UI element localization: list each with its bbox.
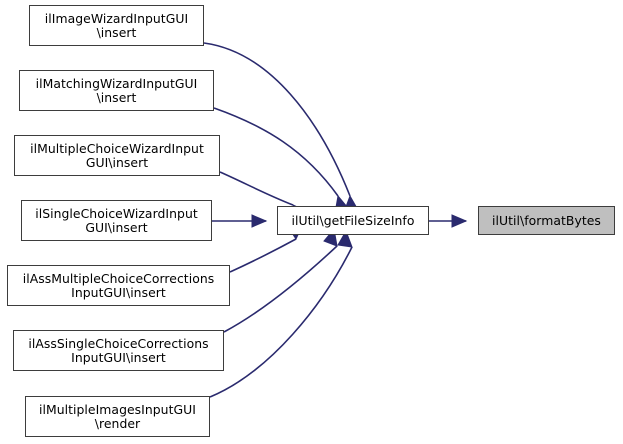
graph-edge (229, 238, 297, 273)
graph-node-label: ilAssMultipleChoiceCorrections InputGUI\… (22, 270, 215, 300)
graph-node-n1[interactable]: ilImageWizardInputGUI \insert (29, 5, 204, 46)
graph-node-label: ilMultipleImagesInputGUI \render (39, 401, 196, 431)
graph-node-label: ilMatchingWizardInputGUI \insert (35, 75, 198, 105)
graph-edge (209, 246, 353, 398)
graph-edge-arrowhead (251, 214, 268, 228)
graph-node-label: ilAssSingleChoiceCorrections InputGUI\in… (28, 335, 209, 365)
graph-node-n5[interactable]: ilAssMultipleChoiceCorrections InputGUI\… (7, 265, 230, 306)
graph-node-n9[interactable]: ilUtil\formatBytes (478, 206, 615, 235)
graph-node-n6[interactable]: ilAssSingleChoiceCorrections InputGUI\in… (13, 330, 224, 371)
graph-edge (203, 42, 351, 197)
graph-edge (223, 245, 338, 333)
graph-node-label: ilUtil\getFileSizeInfo (291, 212, 415, 228)
graph-edge-arrowhead (451, 214, 468, 228)
graph-edge (213, 107, 339, 197)
graph-node-label: ilUtil\formatBytes (492, 212, 601, 228)
graph-node-n8[interactable]: ilUtil\getFileSizeInfo (277, 206, 429, 235)
graph-node-label: ilImageWizardInputGUI \insert (44, 10, 189, 40)
graph-edge (219, 171, 294, 206)
graph-node-label: ilSingleChoiceWizardInput GUI\insert (35, 205, 198, 235)
graph-node-n3[interactable]: ilMultipleChoiceWizardInput GUI\insert (14, 135, 220, 176)
graph-node-n4[interactable]: ilSingleChoiceWizardInput GUI\insert (21, 200, 212, 241)
graph-node-n2[interactable]: ilMatchingWizardInputGUI \insert (19, 70, 214, 111)
graph-node-n7[interactable]: ilMultipleImagesInputGUI \render (25, 396, 210, 437)
graph-node-label: ilMultipleChoiceWizardInput GUI\insert (30, 140, 204, 170)
